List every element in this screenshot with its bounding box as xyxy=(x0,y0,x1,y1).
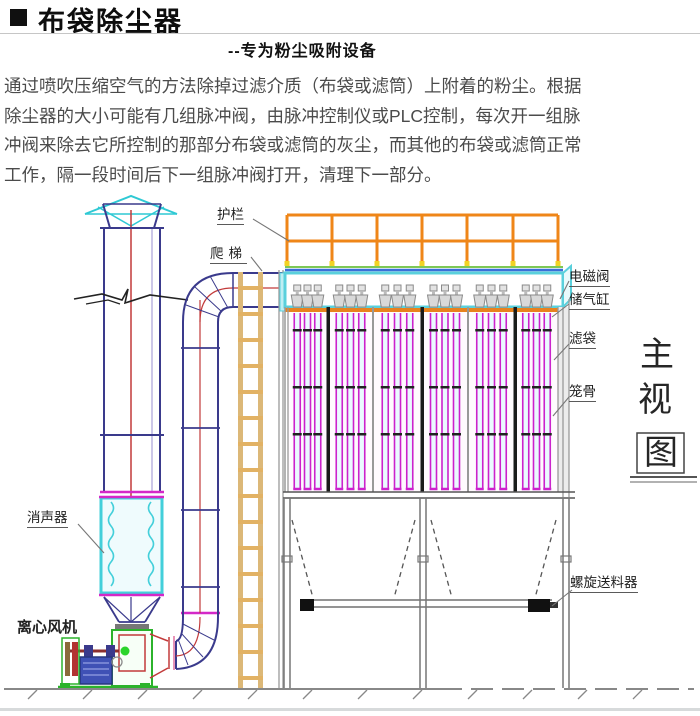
screw-conveyor xyxy=(300,599,558,612)
paragraph-line: 除尘器的大小可能有几组脉冲阀，由脉冲控制仪或PLC控制，每次开一组脉 xyxy=(4,105,581,126)
paragraph-line: 通过喷吹压缩空气的方法除掉过滤介质（布袋或滤筒）上附着的粉尘。根据 xyxy=(4,76,582,96)
bag-chamber xyxy=(284,299,570,497)
label-guardrail: 护栏 xyxy=(217,203,244,225)
label-cage: 笼骨 xyxy=(569,380,596,402)
description-paragraph: 通过喷吹压缩空气的方法除掉过滤介质（布袋或滤筒）上附着的粉尘。根据 除尘器的大小… xyxy=(4,72,698,190)
label-solenoid-valve: 电磁阀 xyxy=(569,265,610,287)
filter-bags xyxy=(293,313,552,491)
view-title-char-3: 图 xyxy=(644,435,678,472)
clean-air-plenum xyxy=(279,263,572,312)
muffler-body xyxy=(99,495,164,597)
title-divider xyxy=(0,33,700,34)
label-air-tank: 储气缸 xyxy=(569,288,610,310)
paragraph-line: 工作，隔一段时间后下一组脉冲阀打开，清理下一部分。 xyxy=(4,164,442,185)
leader-lines xyxy=(77,218,573,607)
centrifugal-fan xyxy=(58,624,175,689)
page-title: 布袋除尘器 xyxy=(38,7,183,37)
label-ladder: 爬梯 xyxy=(210,242,247,264)
guardrail xyxy=(284,213,561,267)
paragraph-line: 冲阀来除去它所控制的那部分布袋或滤筒的灰尘，而其他的布袋或滤筒正常 xyxy=(4,135,582,155)
label-screw-conveyor: 螺旋送料器 xyxy=(570,571,638,593)
support-structure xyxy=(281,491,575,688)
view-title-char-1: 主 xyxy=(640,337,674,374)
label-filter-bag: 滤袋 xyxy=(569,327,596,349)
bottom-divider xyxy=(0,708,700,711)
ground-line xyxy=(4,688,694,700)
fan-outlet-cone xyxy=(103,596,161,623)
view-title-frame xyxy=(630,432,697,483)
view-title-char-2: 视 xyxy=(638,382,672,419)
title-bullet-icon xyxy=(10,9,27,26)
label-muffler: 消声器 xyxy=(27,506,68,528)
label-centrifugal-fan: 离心风机 xyxy=(17,620,78,636)
access-ladder xyxy=(238,270,284,688)
pulse-valves xyxy=(290,284,554,308)
inlet-duct xyxy=(175,272,284,670)
page-subtitle: --专为粉尘吸附设备 xyxy=(228,43,377,60)
